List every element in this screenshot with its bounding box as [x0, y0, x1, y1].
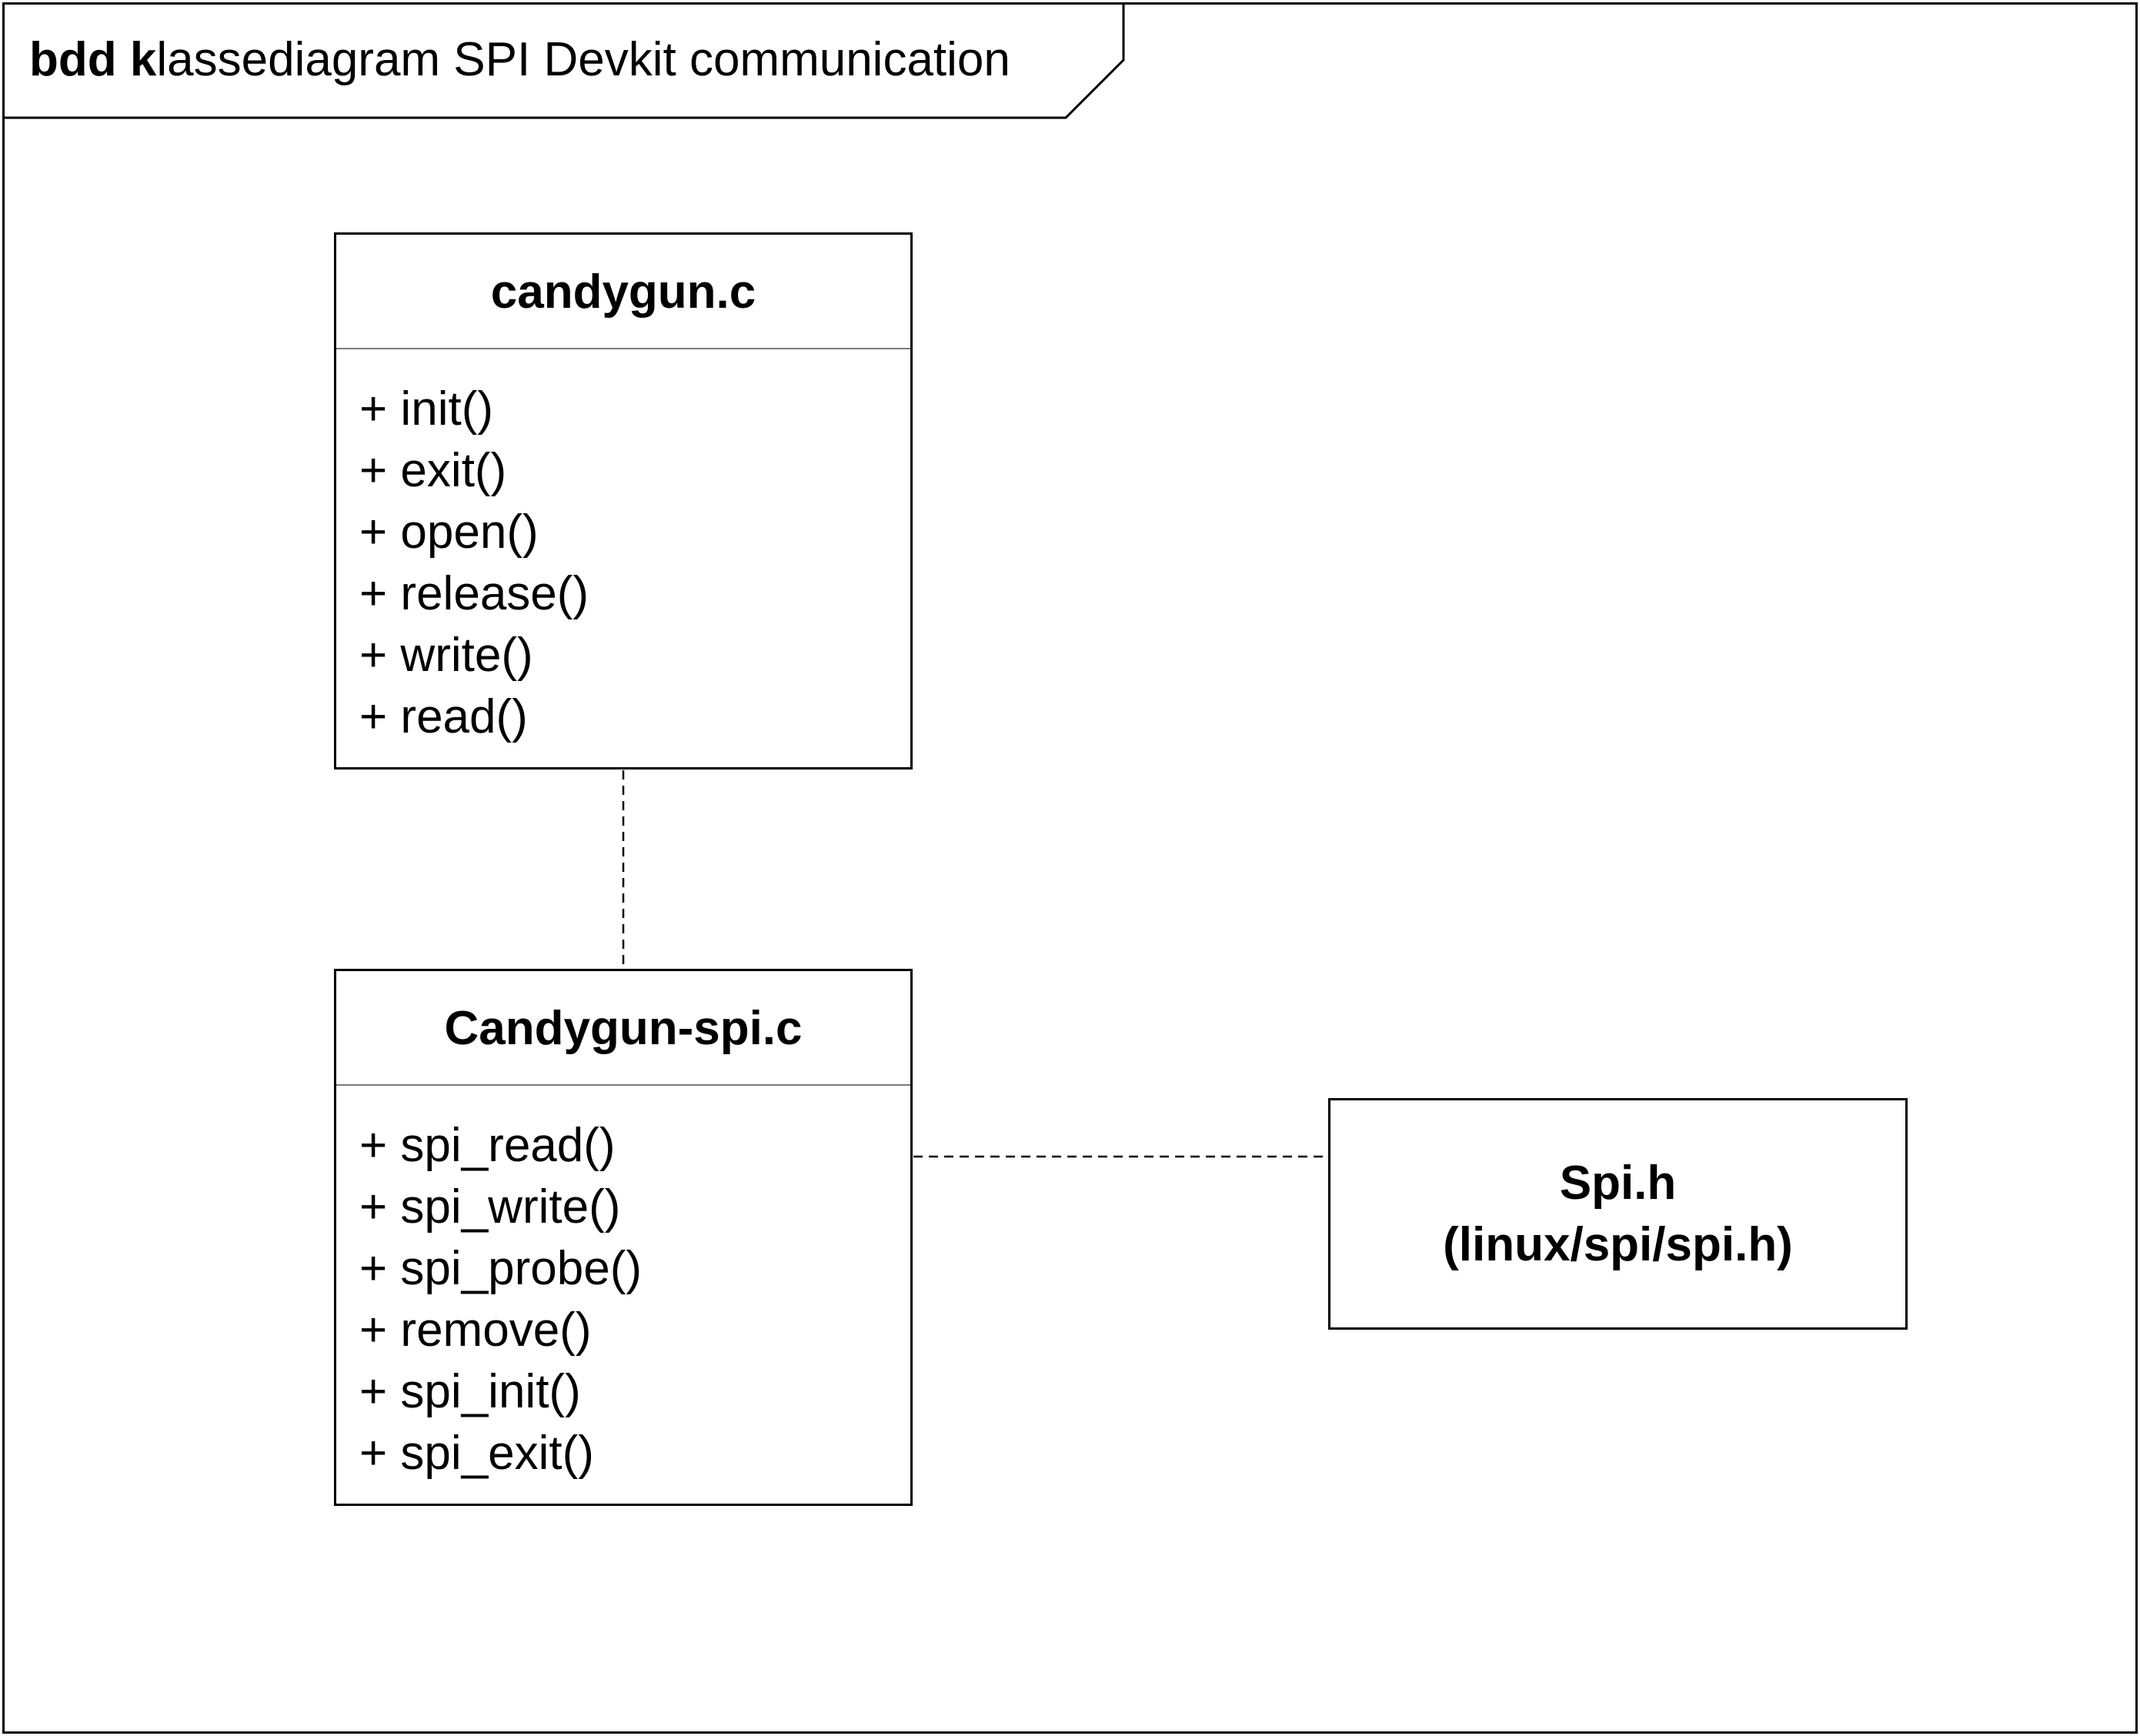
frame-title-first-letter: k	[129, 33, 157, 86]
frame-title: bdd klassediagram SPI Devkit communicati…	[29, 29, 1010, 91]
operation: + spi_exit()	[359, 1427, 594, 1480]
operations-list: + spi_read() + spi_write() + spi_probe()…	[336, 1086, 910, 1484]
operation: + write()	[359, 629, 533, 682]
operation: + spi_write()	[359, 1180, 621, 1234]
operation: + exit()	[359, 444, 507, 497]
class-name: Spi.h	[1559, 1156, 1677, 1210]
operation: + spi_probe()	[359, 1242, 643, 1295]
class-name: Candygun-spi.c	[336, 971, 910, 1086]
operation: + spi_init()	[359, 1365, 581, 1418]
class-name: candygun.c	[336, 235, 910, 349]
operation: + release()	[359, 567, 589, 620]
frame-tab-outline	[3, 3, 1125, 119]
class-path: (linux/spi/spi.h)	[1443, 1217, 1793, 1271]
frame-title-rest: lassediagram SPI Devkit communication	[156, 33, 1010, 86]
operation: + init()	[359, 382, 493, 436]
operations-list: + init() + exit() + open() + release() +…	[336, 349, 910, 748]
operation: + remove()	[359, 1304, 592, 1357]
class-spi-h[interactable]: Spi.h (linux/spi/spi.h)	[1328, 1098, 1908, 1330]
operation: + open()	[359, 506, 539, 559]
operation: + spi_read()	[359, 1119, 616, 1172]
frame-keyword: bdd	[29, 33, 117, 86]
class-candygun-spi[interactable]: Candygun-spi.c + spi_read() + spi_write(…	[334, 969, 913, 1506]
class-candygun[interactable]: candygun.c + init() + exit() + open() + …	[334, 232, 913, 770]
operation: + read()	[359, 690, 528, 743]
